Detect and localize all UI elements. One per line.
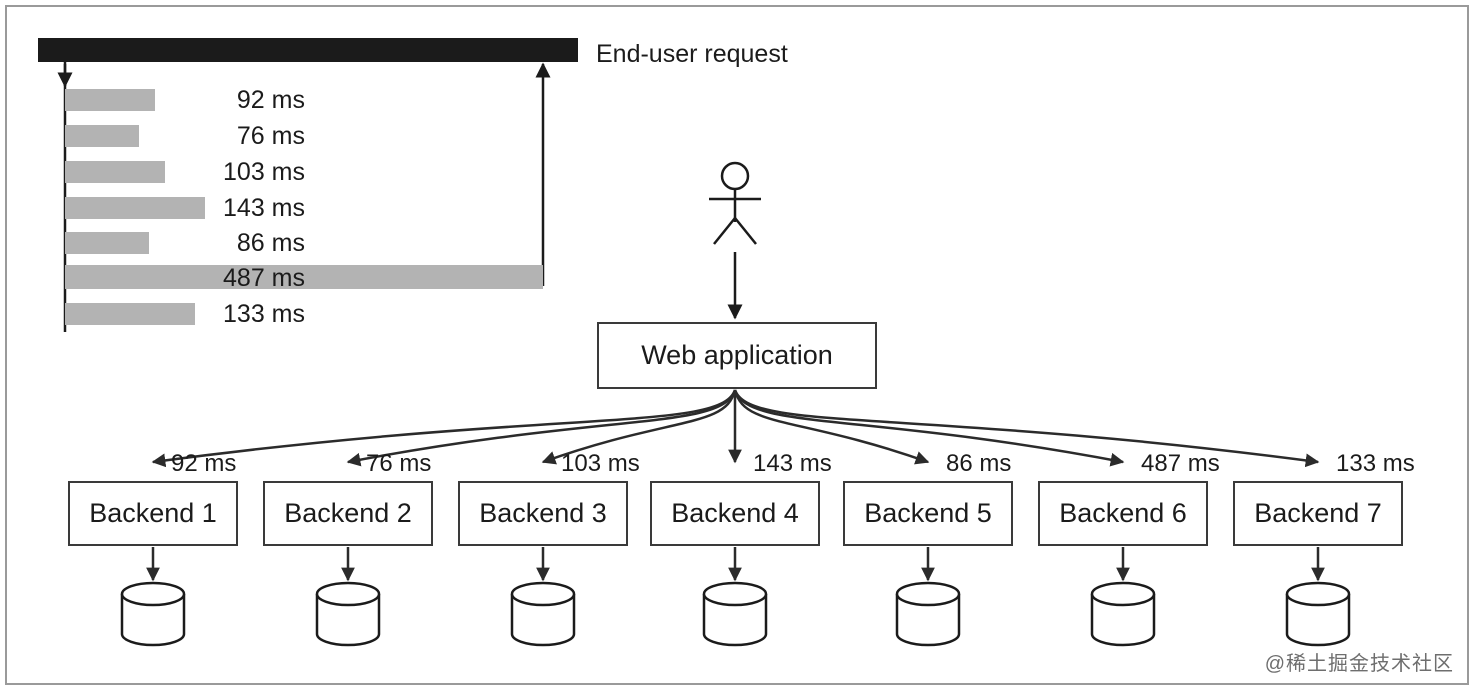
- edge-latency-label-6: 487 ms: [1141, 450, 1220, 477]
- chart-value-label-6: 487 ms: [223, 264, 305, 292]
- database-5-icon: [895, 581, 961, 647]
- latency-bar-2: [65, 125, 139, 147]
- backend-1-node[interactable]: Backend 1: [68, 481, 238, 546]
- backend-6-node[interactable]: Backend 6: [1038, 481, 1208, 546]
- backend-4-node[interactable]: Backend 4: [650, 481, 820, 546]
- edge-latency-label-1: 92 ms: [171, 450, 237, 477]
- chart-value-label-3: 103 ms: [223, 158, 305, 186]
- chart-value-label-4: 143 ms: [223, 194, 305, 222]
- backend-1-label: Backend 1: [89, 498, 217, 528]
- web-application-node[interactable]: Web application: [597, 322, 877, 389]
- legend-label: End-user request: [596, 40, 788, 68]
- database-4-icon: [702, 581, 768, 647]
- edge-latency-label-3: 103 ms: [561, 450, 640, 477]
- edge-latency-label-5: 86 ms: [946, 450, 1012, 477]
- end-user-request-bar: [38, 38, 578, 62]
- webapp-to-backend-7-edge: [733, 389, 1320, 468]
- chart-value-label-1: 92 ms: [236, 86, 305, 114]
- backend-4-label: Backend 4: [671, 498, 799, 528]
- backend-7-node[interactable]: Backend 7: [1233, 481, 1403, 546]
- backend-3-node[interactable]: Backend 3: [458, 481, 628, 546]
- database-3-icon: [510, 581, 576, 647]
- backend-2-label: Backend 2: [284, 498, 412, 528]
- webapp-to-backend-2-edge: [346, 389, 737, 467]
- edge-latency-label-2: 76 ms: [366, 450, 432, 477]
- web-application-label: Web application: [641, 340, 833, 370]
- latency-bar-3: [65, 161, 165, 183]
- database-7-icon: [1285, 581, 1351, 647]
- chart-value-label-7: 133 ms: [223, 300, 305, 328]
- backend-7-label: Backend 7: [1254, 498, 1382, 528]
- latency-bar-1: [65, 89, 155, 111]
- edge-latency-label-4: 143 ms: [753, 450, 832, 477]
- database-2-icon: [315, 581, 381, 647]
- latency-bar-5: [65, 232, 149, 254]
- database-1-icon: [120, 581, 186, 647]
- webapp-to-backend-5-edge: [733, 389, 930, 465]
- edge-latency-label-7: 133 ms: [1336, 450, 1415, 477]
- figure-frame: [5, 5, 1469, 685]
- backend-6-label: Backend 6: [1059, 498, 1187, 528]
- webapp-to-backend-3-edge: [541, 389, 737, 465]
- chart-value-label-5: 86 ms: [236, 229, 305, 257]
- backend-5-node[interactable]: Backend 5: [843, 481, 1013, 546]
- backend-5-label: Backend 5: [864, 498, 992, 528]
- webapp-to-backend-1-edge: [151, 389, 737, 468]
- user-actor-icon: [709, 161, 761, 245]
- latency-bar-6: [65, 265, 543, 289]
- backend-2-node[interactable]: Backend 2: [263, 481, 433, 546]
- latency-bar-4: [65, 197, 205, 219]
- watermark-label: @稀土掘金技术社区: [1264, 653, 1454, 675]
- chart-value-label-2: 76 ms: [236, 122, 305, 150]
- database-6-icon: [1090, 581, 1156, 647]
- backend-3-label: Backend 3: [479, 498, 607, 528]
- latency-bar-7: [65, 303, 195, 325]
